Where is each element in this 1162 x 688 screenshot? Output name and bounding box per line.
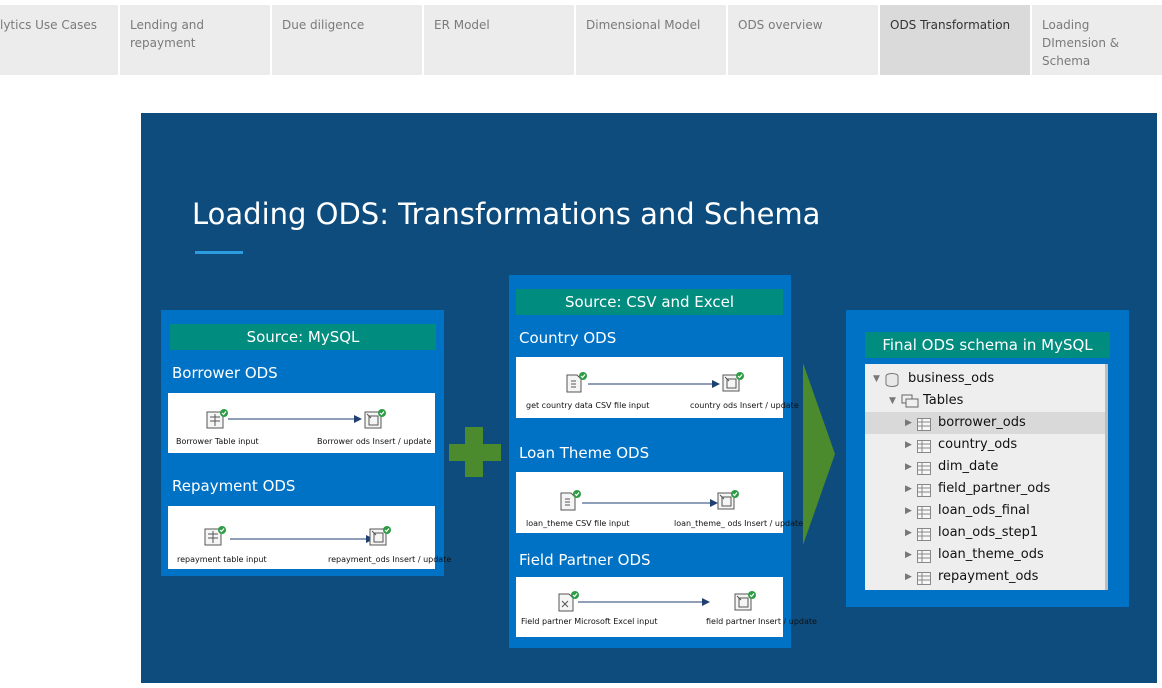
table-name: field_partner_ods [938,481,1051,496]
collapse-arrow-icon[interactable]: ▶ [905,462,912,472]
table-row-loan-theme-ods[interactable]: ▶ loan_theme_ods [865,544,1105,566]
table-row-country-ods[interactable]: ▶ country_ods [865,434,1105,456]
csv-file-icon [565,372,587,393]
table-name: loan_ods_step1 [938,525,1039,540]
table-name: loan_ods_final [938,503,1030,518]
country-ods-label: Country ODS [519,329,617,347]
table-name: loan_theme_ods [938,547,1044,562]
table-row-loan-ods-final[interactable]: ▶ loan_ods_final [865,500,1105,522]
insert-update-icon [722,372,744,392]
step-label: repayment_ods Insert / update [328,555,452,564]
title-underline [195,251,243,254]
collapse-arrow-icon[interactable]: ▶ [905,572,912,582]
tab-loading-dimension-schema[interactable]: Loading DImension & Schema [1032,5,1162,75]
tab-label: lytics Use Cases [0,18,97,32]
tab-label: ODS overview [738,18,823,32]
table-row-loan-ods-step1[interactable]: ▶ loan_ods_step1 [865,522,1105,544]
tables-folder-label: Tables [923,393,964,408]
plus-icon-bar [449,444,501,461]
step-label: Borrower ods Insert / update [317,437,432,446]
step-label: get country data CSV file input [526,401,650,410]
step-label: country ods Insert / update [690,401,799,410]
table-row-dim-date[interactable]: ▶ dim_date [865,456,1105,478]
mysql-source-panel: Source: MySQL Borrower ODS Borrower Tabl… [161,310,451,576]
collapse-arrow-icon[interactable]: ▶ [905,528,912,538]
tab-label: Dimensional Model [586,18,701,32]
insert-update-icon [717,490,739,510]
schema-tree: ▼ business_ods ▼ Tables ▶ borrower_ods ▶… [865,364,1108,590]
borrower-ods-label: Borrower ODS [172,364,278,382]
table-icon [917,505,931,527]
table-icon [917,571,931,593]
tab-label: Due diligence [282,18,365,32]
mysql-source-header: Source: MySQL [170,324,436,350]
field-partner-ods-label: Field Partner ODS [519,551,651,569]
insert-update-icon [734,591,756,611]
collapse-arrow-icon[interactable]: ▶ [905,440,912,450]
csv-excel-source-panel: Source: CSV and Excel Country ODS get co… [509,275,817,648]
table-icon [917,549,931,571]
expand-arrow-icon[interactable]: ▼ [873,374,880,384]
tab-ods-transformation[interactable]: ODS Transformation [880,5,1030,75]
csv-file-icon [559,490,581,511]
table-icon [917,483,931,505]
step-label: Field partner Microsoft Excel input [521,617,658,626]
step-label: loan_theme_ ods Insert / update [674,519,804,528]
tab-label: Loading DImension & Schema [1042,18,1120,68]
table-name: dim_date [938,459,999,474]
table-input-icon [206,409,228,429]
table-icon [917,417,931,439]
table-name: repayment_ods [938,569,1039,584]
tab-lending-and-repayment[interactable]: Lending and repayment [120,5,270,75]
borrower-ods-flow: Borrower Table input Borrower ods Insert… [168,393,435,453]
slide-tab-strip: lytics Use Cases Lending and repayment D… [0,5,1162,75]
collapse-arrow-icon[interactable]: ▶ [905,418,912,428]
loan-theme-ods-flow: loan_theme CSV file input loan_theme_ od… [516,472,803,533]
country-ods-flow: get country data CSV file input country … [516,357,799,418]
table-icon [917,527,931,549]
tab-ods-overview[interactable]: ODS overview [728,5,878,75]
database-icon [885,373,899,395]
tab-er-model[interactable]: ER Model [424,5,574,75]
table-icon [917,461,931,483]
tab-label: ODS Transformation [890,18,1011,32]
table-icon [917,439,931,461]
step-label: field partner Insert / update [706,617,817,626]
database-name: business_ods [908,371,995,386]
flow-arrow-icon [803,363,835,545]
tab-due-diligence[interactable]: Due diligence [272,5,422,75]
collapse-arrow-icon[interactable]: ▶ [905,550,912,560]
table-row-borrower-ods[interactable]: ▶ borrower_ods [865,412,1105,434]
insert-update-icon [369,526,391,546]
collapse-arrow-icon[interactable]: ▶ [905,484,912,494]
tab-dimensional-model[interactable]: Dimensional Model [576,5,726,75]
slide: Loading ODS: Transformations and Schema … [141,113,1157,683]
loan-theme-ods-label: Loan Theme ODS [519,444,650,462]
slide-title: Loading ODS: Transformations and Schema [192,197,821,231]
table-row-field-partner-ods[interactable]: ▶ field_partner_ods [865,478,1105,500]
table-input-icon [204,526,226,546]
csv-excel-source-header: Source: CSV and Excel [516,289,783,315]
field-partner-ods-flow: Field partner Microsoft Excel input fiel… [516,577,817,637]
step-label: loan_theme CSV file input [526,519,630,528]
table-row-repayment-ods[interactable]: ▶ repayment_ods [865,566,1105,588]
final-schema-header: Final ODS schema in MySQL [865,332,1110,358]
table-name: country_ods [938,437,1018,452]
tables-folder-icon [901,394,919,416]
repayment-ods-flow: repayment table input repayment_ods Inse… [168,506,451,569]
tab-label: Lending and repayment [130,18,205,50]
collapse-arrow-icon[interactable]: ▶ [905,506,912,516]
table-name: borrower_ods [938,415,1026,430]
expand-arrow-icon[interactable]: ▼ [889,396,896,406]
tab-label: ER Model [434,18,490,32]
insert-update-icon [364,409,386,429]
tree-database-row[interactable]: ▼ business_ods [865,368,1105,390]
step-label: repayment table input [177,555,267,564]
repayment-ods-label: Repayment ODS [172,477,296,495]
excel-file-icon [557,591,579,612]
step-label: Borrower Table input [176,437,259,446]
tab-analytics-use-cases[interactable]: lytics Use Cases [0,5,118,75]
tree-tables-folder-row[interactable]: ▼ Tables [865,390,1105,412]
